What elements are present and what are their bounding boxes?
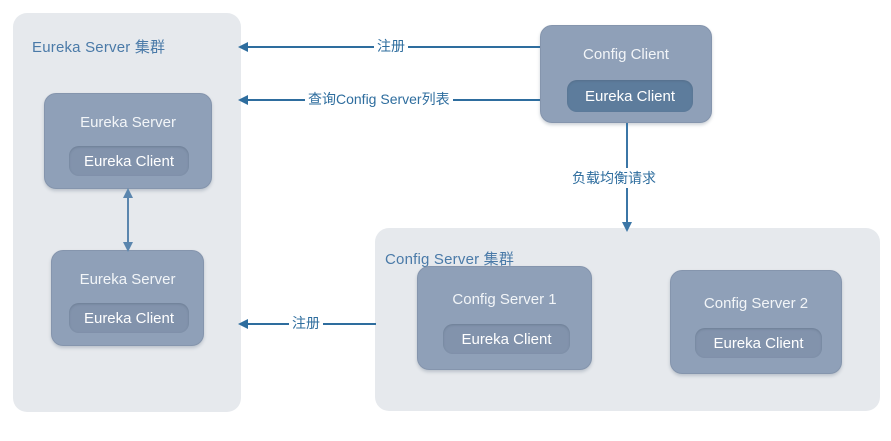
edge-load-balance-arrow bbox=[622, 222, 632, 232]
edge-replicate-arrow-down bbox=[123, 242, 133, 252]
edge-query-list-arrow bbox=[238, 95, 248, 105]
node-eureka-server-1-title: Eureka Server bbox=[80, 114, 176, 131]
edge-register-bottom-arrow bbox=[238, 319, 248, 329]
node-eureka-server-2-title: Eureka Server bbox=[79, 271, 176, 288]
panel-eureka-cluster-title: Eureka Server 集群 bbox=[32, 39, 166, 56]
chip-eureka-client-config-client[interactable]: Eureka Client bbox=[567, 80, 693, 112]
chip-eureka-client-config-server-2[interactable]: Eureka Client bbox=[695, 328, 822, 358]
edge-replicate-line bbox=[127, 192, 129, 248]
panel-config-cluster-title: Config Server 集群 bbox=[385, 251, 515, 268]
node-config-client-title: Config Client bbox=[583, 46, 669, 63]
node-config-server-2[interactable]: Config Server 2 Eureka Client bbox=[670, 270, 842, 374]
node-eureka-server-1[interactable]: Eureka Server Eureka Client bbox=[44, 93, 212, 189]
chip-eureka-client-server-1[interactable]: Eureka Client bbox=[69, 146, 189, 176]
edge-register-top-label: 注册 bbox=[374, 36, 408, 56]
node-config-server-2-title: Config Server 2 bbox=[703, 295, 809, 312]
node-config-server-1-title: Config Server 1 bbox=[452, 291, 557, 308]
node-eureka-server-2[interactable]: Eureka Server Eureka Client bbox=[51, 250, 204, 346]
node-config-client[interactable]: Config Client Eureka Client bbox=[540, 25, 712, 123]
edge-query-list-label: 查询Config Server列表 bbox=[305, 89, 453, 109]
edge-register-bottom-label: 注册 bbox=[289, 313, 323, 333]
edge-register-top-arrow bbox=[238, 42, 248, 52]
node-config-server-1[interactable]: Config Server 1 Eureka Client bbox=[417, 266, 592, 370]
edge-replicate-arrow-up bbox=[123, 188, 133, 198]
chip-eureka-client-server-2[interactable]: Eureka Client bbox=[69, 303, 189, 333]
chip-eureka-client-config-server-1[interactable]: Eureka Client bbox=[443, 324, 570, 354]
edge-load-balance-label: 负载均衡请求 bbox=[569, 168, 659, 188]
